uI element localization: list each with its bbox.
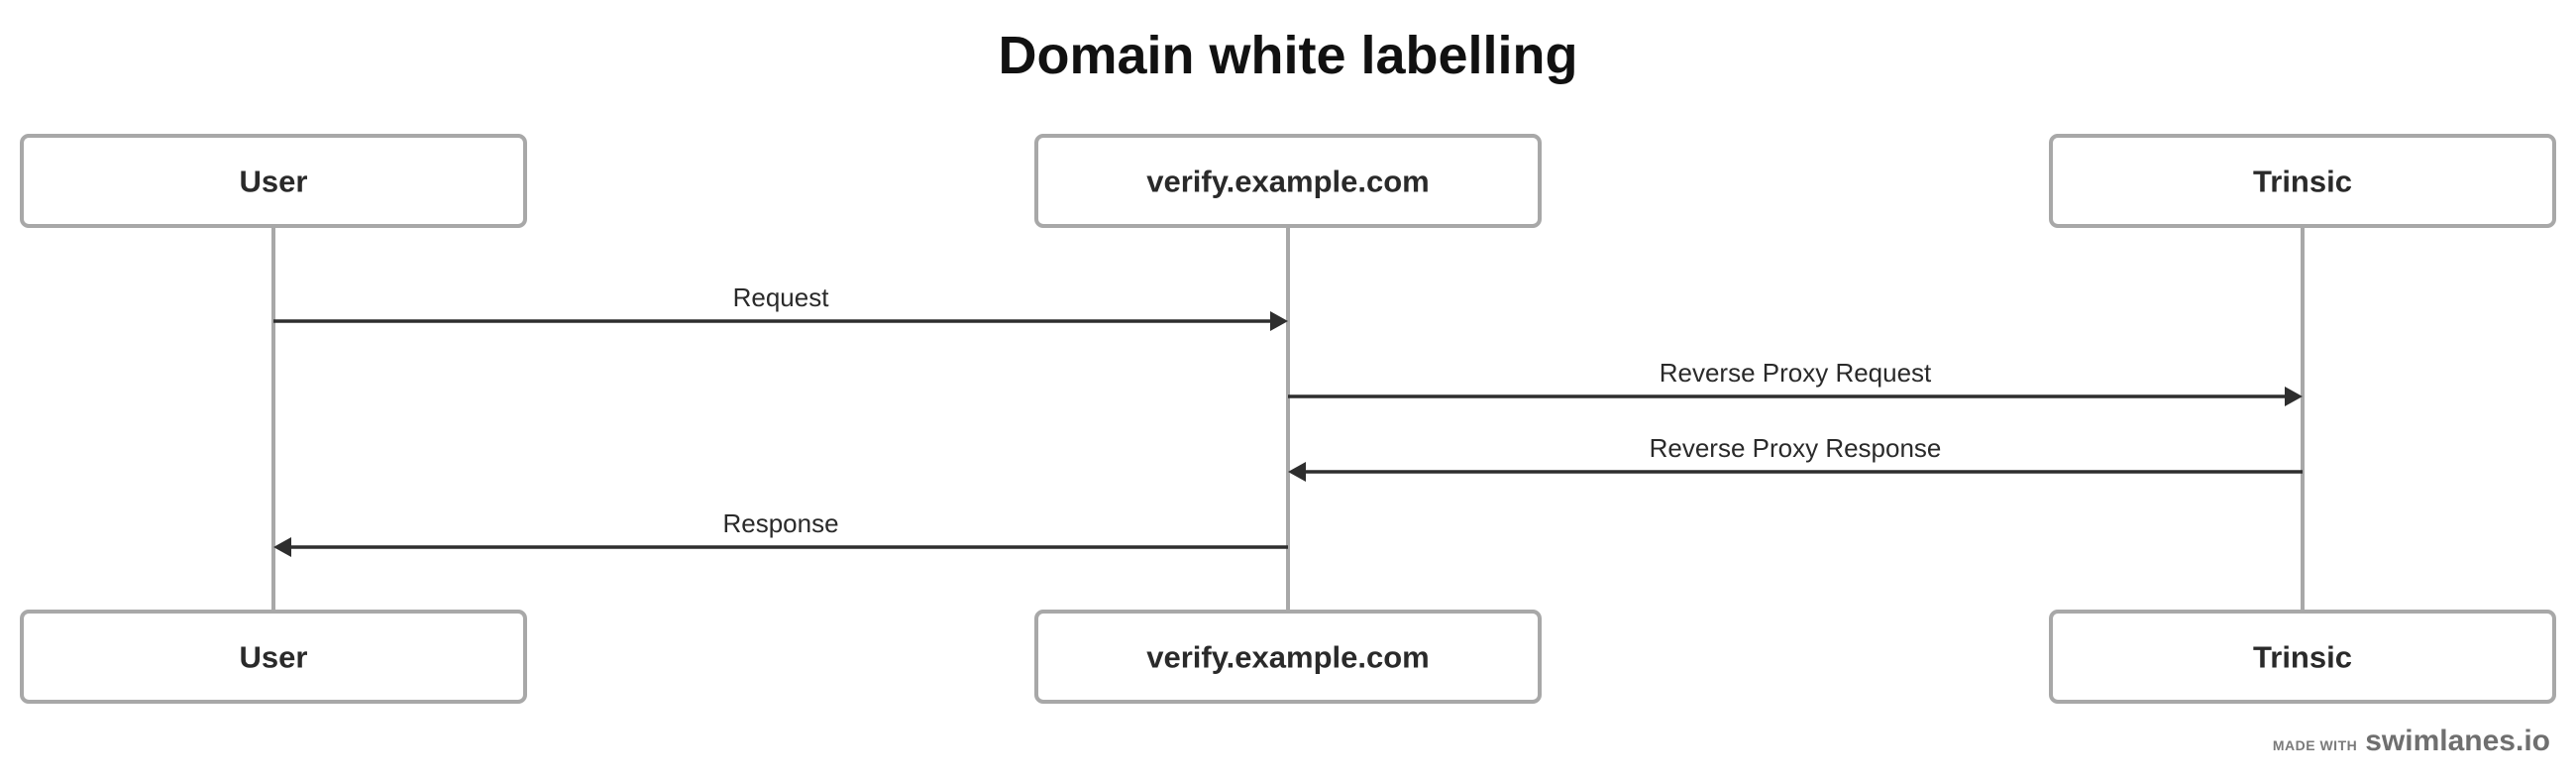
- arrowhead-icon: [1270, 311, 1288, 331]
- message-label: Request: [733, 282, 830, 312]
- actor-verify-bottom[interactable]: verify.example.com: [1034, 610, 1542, 704]
- message-3: Reverse Proxy Response: [1288, 433, 2303, 482]
- actor-verify-top[interactable]: verify.example.com: [1034, 134, 1542, 228]
- message-1: Request: [273, 282, 1288, 331]
- swimlanes-brand: swimlanes.io: [2365, 725, 2550, 757]
- actor-label: Trinsic: [2253, 640, 2352, 675]
- arrowhead-icon: [1288, 462, 1306, 482]
- actor-box: [1034, 610, 1542, 704]
- actor-label: verify.example.com: [1146, 640, 1429, 675]
- actor-user-top[interactable]: User: [20, 134, 527, 228]
- message-2: Reverse Proxy Request: [1288, 358, 2303, 406]
- arrowhead-icon: [273, 537, 291, 557]
- actor-label: User: [240, 640, 308, 675]
- actor-box: [20, 610, 527, 704]
- actor-box: [2049, 610, 2556, 704]
- actor-label: User: [240, 165, 308, 199]
- actor-label: verify.example.com: [1146, 165, 1429, 199]
- made-with-swimlanes-watermark[interactable]: MADE WITH swimlanes.io: [2273, 725, 2550, 758]
- lifelines: [271, 226, 2305, 612]
- diagram-title: Domain white labelling: [998, 26, 1577, 85]
- actor-trinsic-bottom[interactable]: Trinsic: [2049, 610, 2556, 704]
- actor-trinsic-top[interactable]: Trinsic: [2049, 134, 2556, 228]
- actors-bottom: User verify.example.com Trinsic: [20, 610, 2556, 704]
- message-4: Response: [273, 508, 1288, 557]
- message-label: Reverse Proxy Request: [1660, 358, 1932, 388]
- actor-user-bottom[interactable]: User: [20, 610, 527, 704]
- actor-box: [2049, 134, 2556, 228]
- arrowhead-icon: [2285, 387, 2303, 406]
- actor-box: [20, 134, 527, 228]
- message-label: Reverse Proxy Response: [1650, 433, 1942, 463]
- actor-box: [1034, 134, 1542, 228]
- message-label: Response: [722, 508, 838, 538]
- made-with-label: MADE WITH: [2272, 737, 2358, 753]
- actors-top: User verify.example.com Trinsic: [20, 134, 2556, 228]
- actor-label: Trinsic: [2253, 165, 2352, 199]
